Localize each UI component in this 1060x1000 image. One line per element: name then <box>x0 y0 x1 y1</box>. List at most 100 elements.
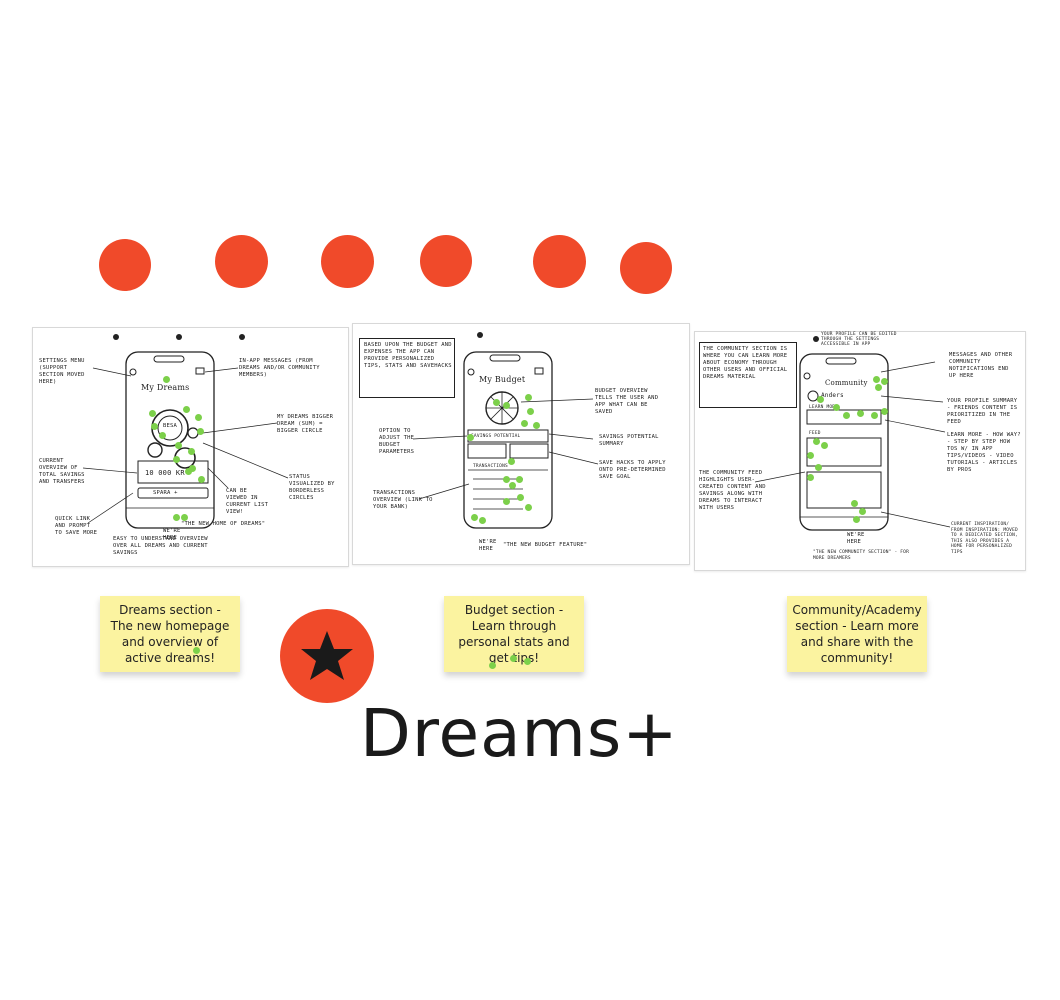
vote-dot <box>185 468 192 475</box>
vote-dot <box>173 456 180 463</box>
note-intro: The community section is where you can l… <box>703 346 788 380</box>
note-summary: Your profile summary - friends content i… <box>947 398 1018 425</box>
note-here: We're here <box>479 539 497 552</box>
note-inapp: In-app messages (from Dreams and/or comm… <box>239 358 320 378</box>
note-profile: Your profile can be edited through the s… <box>821 332 897 347</box>
vote-dot <box>807 474 814 481</box>
note-mydreams: My dreams bigger dream (sum) = bigger ci… <box>277 414 334 434</box>
vote-dot <box>493 399 500 406</box>
sticky-note-dreams[interactable]: Dreams section - The new homepage and ov… <box>100 596 240 672</box>
vote-dot <box>525 504 532 511</box>
note-budget: Budget overview tells the user and app w… <box>595 388 659 415</box>
note-quicklink: Quick link and prompt to save more <box>55 516 98 536</box>
vote-dot <box>503 402 510 409</box>
note-settings: Settings menu (Support section moved her… <box>39 358 85 385</box>
star-badge <box>280 609 374 703</box>
progress-dot-4 <box>420 235 472 287</box>
binder-hole <box>176 334 182 340</box>
vote-dot <box>871 412 878 419</box>
sticky-text: Dreams section - The new homepage and ov… <box>110 603 230 665</box>
vote-dot <box>189 465 196 472</box>
phone-title: Community <box>825 379 868 387</box>
sticky-text: Community/Academy section - Learn more a… <box>792 603 922 665</box>
note-savehacks: Save hacks to apply onto pre-determined … <box>599 460 666 480</box>
vote-dot <box>489 662 496 669</box>
vote-dot <box>833 404 840 411</box>
vote-dot <box>807 452 814 459</box>
transactions-label: TRANSACTIONS <box>473 464 508 469</box>
note-messages: Messages and other community notificatio… <box>949 352 1013 379</box>
intro-box <box>699 342 797 408</box>
vote-dot <box>503 498 510 505</box>
vote-dot <box>471 514 478 521</box>
vote-dot <box>881 378 888 385</box>
progress-dot-5 <box>533 235 586 288</box>
sticky-note-community[interactable]: Community/Academy section - Learn more a… <box>787 596 927 672</box>
vote-dot <box>853 516 860 523</box>
vote-dot <box>508 458 515 465</box>
vote-dot <box>159 432 166 439</box>
note-learn: Learn more - how way? - step by step how… <box>947 432 1021 473</box>
vote-dot <box>881 408 888 415</box>
intro-box <box>359 338 455 398</box>
vote-dot <box>873 376 880 383</box>
phone-title: My Dreams <box>141 383 190 392</box>
vote-dot <box>479 517 486 524</box>
binder-hole <box>813 336 819 342</box>
vote-dot <box>151 423 158 430</box>
vote-dot <box>503 476 510 483</box>
vote-dot <box>509 482 516 489</box>
sketch-panel-budget[interactable]: My Budget SAVINGS POTENTIAL TRANSACTIONS… <box>352 323 690 565</box>
vote-dot <box>527 408 534 415</box>
vote-dot <box>817 396 824 403</box>
note-theme: "The new home of Dreams" <box>181 521 266 527</box>
vote-dot <box>188 448 195 455</box>
note-overview: Current overview of total savings and tr… <box>39 458 85 485</box>
vote-dot <box>197 428 204 435</box>
vote-dot <box>859 508 866 515</box>
note-canbe: Can be viewed in current list view! <box>226 488 269 515</box>
vote-dot <box>815 464 822 471</box>
phone-title: My Budget <box>479 375 526 384</box>
vote-dot <box>533 422 540 429</box>
note-savings: Savings potential summary <box>599 434 659 447</box>
progress-dot-2 <box>215 235 268 288</box>
binder-hole <box>239 334 245 340</box>
note-intro: Based upon the budget and expenses the a… <box>364 342 452 369</box>
progress-dot-6 <box>620 242 672 294</box>
note-status: Status visualized by borderless circles <box>289 474 335 501</box>
binder-hole <box>477 332 483 338</box>
sketch-panel-community[interactable]: Community Anders LEARN MORE FEED The com… <box>694 331 1026 571</box>
note-theme: "The new community section" - for more d… <box>813 550 910 561</box>
vote-dot <box>183 406 190 413</box>
savings-row-label: SAVINGS POTENTIAL <box>471 434 521 439</box>
vote-dot <box>175 442 182 449</box>
user-name: Anders <box>821 392 844 399</box>
note-inspiration: Current inspiration/ from Inspiration: m… <box>951 522 1018 555</box>
vote-dot <box>517 494 524 501</box>
vote-dot <box>467 434 474 441</box>
phone-sketch <box>754 353 951 531</box>
note-easy: Easy to understand overview over all dre… <box>113 536 208 556</box>
note-theme: "The new budget feature" <box>503 542 588 548</box>
binder-hole <box>113 334 119 340</box>
vote-dot <box>195 414 202 421</box>
feed-label: FEED <box>809 431 821 436</box>
learn-label: LEARN MORE <box>809 405 839 410</box>
vote-dot <box>813 438 820 445</box>
vote-dot <box>173 514 180 521</box>
sketch-panel-dreams[interactable]: My Dreams BESA 10 000 kr SPARA + Setting… <box>32 327 349 567</box>
star-icon <box>301 631 353 680</box>
vote-dot <box>198 476 205 483</box>
vote-dot <box>149 410 156 417</box>
vote-dot <box>843 412 850 419</box>
dream-circle-label: BESA <box>163 423 178 429</box>
note-here: We're here <box>847 532 865 545</box>
note-transactions: Transactions overview (link to your bank… <box>373 490 433 510</box>
vote-dot <box>857 410 864 417</box>
vote-dot <box>821 442 828 449</box>
vote-dot <box>181 514 188 521</box>
note-adjust: Option to adjust the budget parameters <box>379 428 415 455</box>
vote-dot <box>510 655 517 662</box>
vote-dot <box>521 420 528 427</box>
